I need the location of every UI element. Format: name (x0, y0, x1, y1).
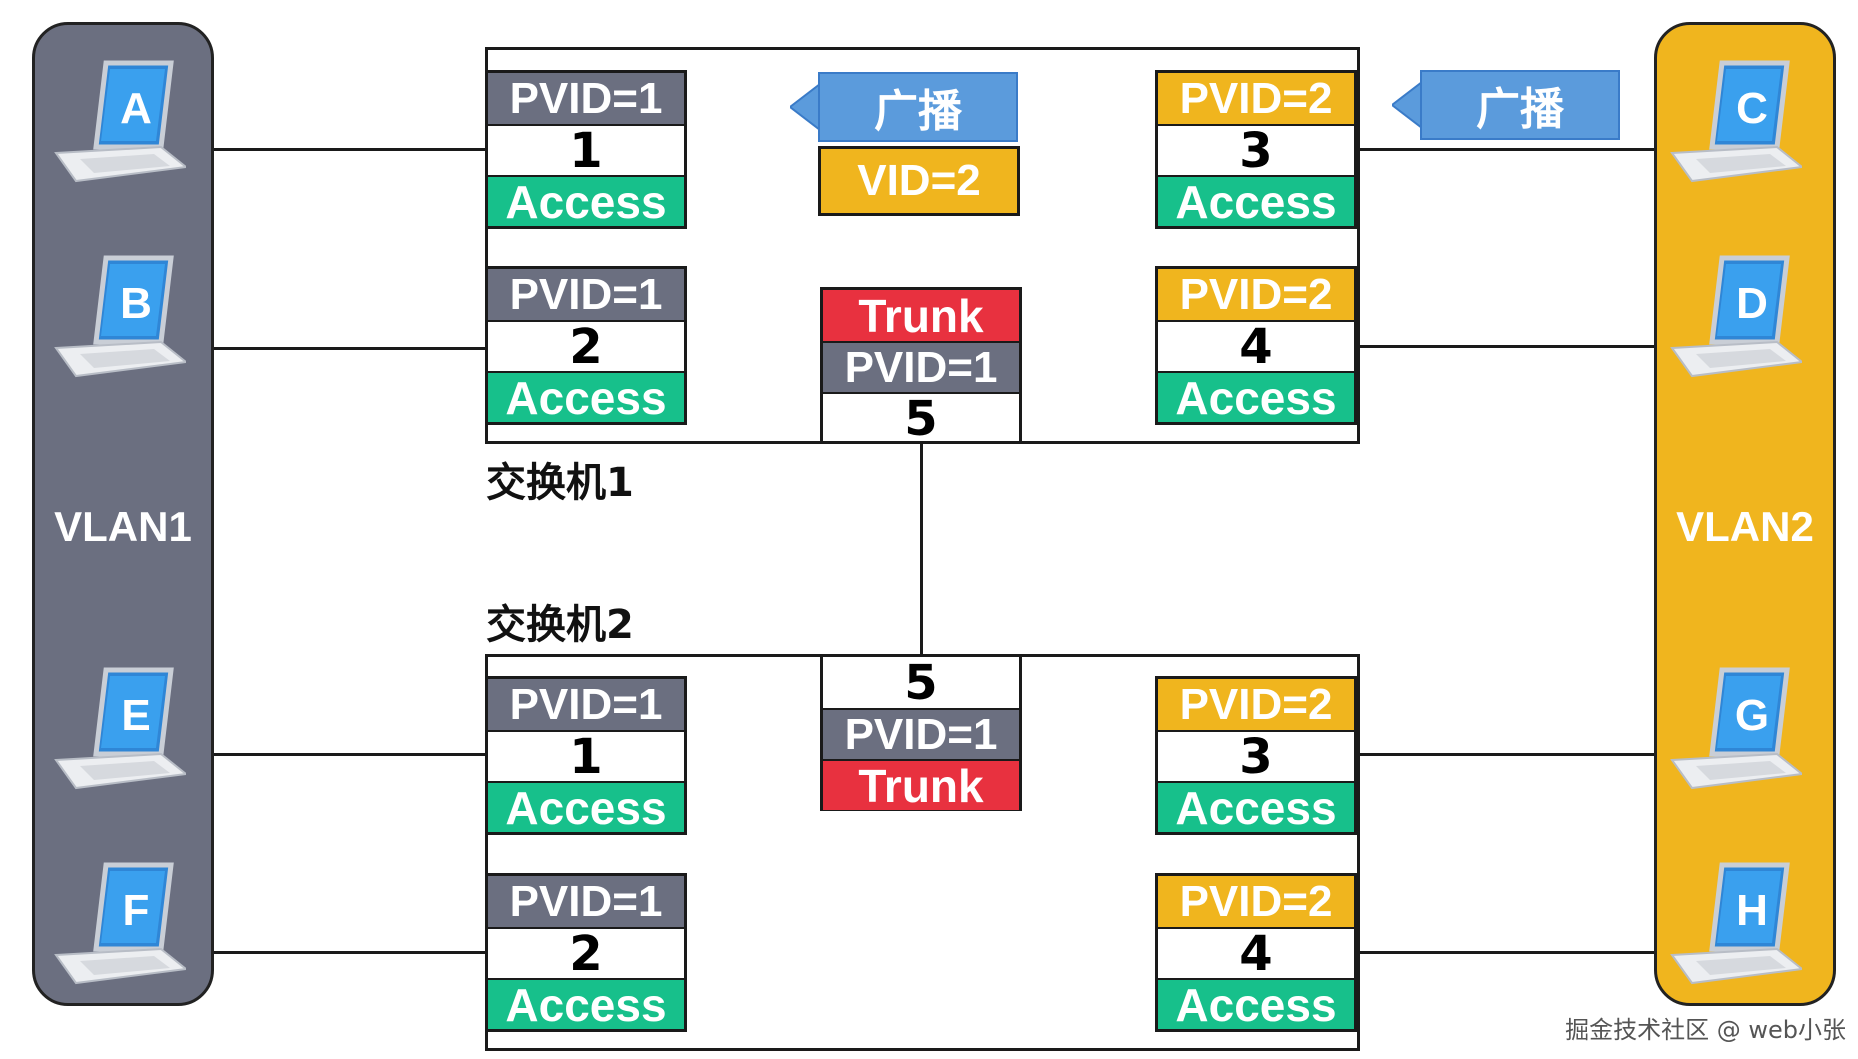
host-c-label: C (1736, 84, 1768, 133)
wire-c-sw1p3 (1357, 148, 1682, 151)
port-mode: Trunk (823, 290, 1019, 342)
switch1-port-4[interactable]: PVID=2 4 Access (1155, 266, 1357, 425)
switch1-port-3[interactable]: PVID=2 3 Access (1155, 70, 1357, 229)
vlan2-label: VLAN2 (1676, 503, 1814, 550)
port-pvid: PVID=2 (1158, 679, 1354, 730)
vlan1-panel: VLAN1 (32, 22, 214, 1006)
host-g-label: G (1735, 691, 1769, 740)
wire-e-sw2p1 (160, 753, 490, 756)
switch1-port-5-trunk[interactable]: Trunk PVID=1 5 (820, 287, 1022, 447)
wire-a-sw1p1 (160, 148, 490, 151)
laptop-h-icon[interactable]: H (1662, 857, 1802, 987)
host-a-label: A (120, 84, 152, 133)
port-number: 1 (488, 123, 684, 179)
port-mode: Access (488, 175, 684, 228)
port-number: 3 (1158, 729, 1354, 785)
port-number: 4 (1158, 926, 1354, 982)
port-mode: Access (488, 371, 684, 424)
port-mode: Access (488, 781, 684, 834)
port-pvid: PVID=2 (1158, 73, 1354, 124)
port-pvid: PVID=1 (488, 73, 684, 124)
port-mode: Access (1158, 978, 1354, 1031)
switch2-port-4[interactable]: PVID=2 4 Access (1155, 873, 1357, 1032)
port-number: 5 (823, 391, 1019, 447)
port-pvid: PVID=1 (488, 876, 684, 927)
port-number: 5 (904, 654, 938, 711)
watermark: 掘金技术社区 @ web小张 (1565, 1016, 1846, 1044)
laptop-g-icon[interactable]: G (1662, 662, 1802, 792)
port-pvid: PVID=1 (823, 341, 1019, 392)
port-number: 3 (1158, 123, 1354, 179)
port-mode: Access (488, 978, 684, 1031)
port-number: 2 (488, 319, 684, 375)
port-pvid: PVID=1 (488, 269, 684, 320)
laptop-d-icon[interactable]: D (1662, 250, 1802, 380)
wire-g-sw2p3 (1357, 753, 1682, 756)
switch2-port-5-trunk[interactable]: 5 PVID=1 Trunk (820, 654, 1022, 812)
laptop-c-icon[interactable]: C (1662, 55, 1802, 185)
switch2-port-2[interactable]: PVID=1 2 Access (485, 873, 687, 1032)
port-pvid: PVID=2 (1158, 876, 1354, 927)
switch1-label: 交换机1 (486, 460, 634, 506)
laptop-b-icon[interactable]: B (46, 250, 186, 380)
port-pvid: PVID=2 (1158, 269, 1354, 320)
port-number: 2 (488, 926, 684, 982)
host-h-label: H (1736, 886, 1768, 935)
laptop-e-icon[interactable]: E (46, 662, 186, 792)
switch2-port-3[interactable]: PVID=2 3 Access (1155, 676, 1357, 835)
vlan1-label: VLAN1 (54, 503, 192, 550)
trunk-link (920, 440, 923, 658)
port-mode: Access (1158, 371, 1354, 424)
port-mode: Trunk (823, 759, 1019, 812)
broadcast-center-label: 广播 (818, 72, 1018, 142)
wire-d-sw1p4 (1357, 345, 1682, 348)
port-mode: Access (1158, 781, 1354, 834)
port-pvid: PVID=1 (823, 708, 1019, 759)
switch2-label: 交换机2 (486, 602, 634, 648)
laptop-f-icon[interactable]: F (46, 857, 186, 987)
port-mode: Access (1158, 175, 1354, 228)
switch2-port-1[interactable]: PVID=1 1 Access (485, 676, 687, 835)
switch1-port-2[interactable]: PVID=1 2 Access (485, 266, 687, 425)
host-f-label: F (123, 886, 150, 935)
port-number: 4 (1158, 319, 1354, 375)
port-pvid: PVID=1 (488, 679, 684, 730)
vlan2-panel: VLAN2 (1654, 22, 1836, 1006)
vid-tag: VID=2 (818, 146, 1020, 216)
host-b-label: B (120, 279, 152, 328)
host-e-label: E (121, 691, 150, 740)
broadcast-right-label: 广播 (1420, 70, 1620, 140)
host-d-label: D (1736, 279, 1768, 328)
wire-f-sw2p2 (160, 951, 490, 954)
laptop-a-icon[interactable]: A (46, 55, 186, 185)
wire-h-sw2p4 (1357, 951, 1682, 954)
wire-b-sw1p2 (160, 347, 490, 350)
switch1-port-1[interactable]: PVID=1 1 Access (485, 70, 687, 229)
port-number: 1 (488, 729, 684, 785)
